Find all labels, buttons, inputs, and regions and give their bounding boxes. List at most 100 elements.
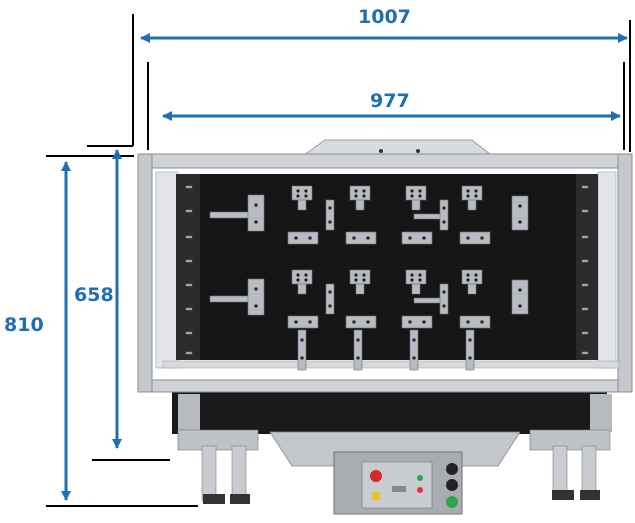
fixture-part [467, 199, 477, 211]
fixture-part [349, 185, 371, 201]
fixture-bolt [408, 320, 412, 324]
fixture-bolt [352, 320, 356, 324]
fixture-part [405, 185, 427, 201]
main-frame [137, 153, 633, 393]
fixture-part [581, 235, 589, 239]
fixture-part [411, 199, 421, 211]
fixture-bolt [254, 287, 258, 291]
fixture-part [325, 199, 335, 231]
fixture-bolt [468, 338, 472, 342]
fixture-part [461, 185, 483, 201]
fixture-part [297, 199, 307, 211]
fixture-part [465, 329, 475, 371]
fixture-bolt [518, 304, 522, 308]
fixture-part [467, 283, 477, 295]
fixture-bolt [352, 236, 356, 240]
fixture-part [349, 269, 371, 285]
fixture-part [411, 283, 421, 295]
fixture-part [581, 307, 589, 311]
fixture-bolt [418, 194, 422, 198]
fixture-part [581, 331, 589, 335]
fixture-part [185, 351, 193, 355]
fixture-group [185, 185, 589, 371]
fixture-part [581, 283, 589, 287]
fixture-bolt [308, 236, 312, 240]
fixture-part [413, 213, 441, 220]
fixture-part [401, 231, 433, 245]
fixture-bolt [466, 320, 470, 324]
fixture-part [353, 329, 363, 371]
fixture-bolt [442, 304, 446, 308]
fixture-bolt [474, 278, 478, 282]
fixture-bolt [354, 273, 358, 277]
start-button-icon[interactable] [446, 496, 458, 508]
fixture-bolt [408, 236, 412, 240]
control-box [333, 451, 463, 515]
fixture-bolt [518, 220, 522, 224]
fixture-part [439, 199, 449, 231]
fixture-bolt [362, 273, 366, 277]
fixture-bolt [254, 203, 258, 207]
fixture-bolt [294, 320, 298, 324]
fixture-bolt [466, 194, 470, 198]
fixture-bolt [328, 206, 332, 210]
fixture-bolt [410, 273, 414, 277]
fixture-part [345, 315, 377, 329]
fixture-bolt [418, 273, 422, 277]
fixture-bolt [518, 288, 522, 292]
fixture-part [355, 199, 365, 211]
fixture-bolt [480, 236, 484, 240]
fixture-bolt [442, 290, 446, 294]
fixture-bolt [412, 338, 416, 342]
fixture-bolt [294, 236, 298, 240]
fixture-bolt [518, 204, 522, 208]
fixture-bolt [304, 189, 308, 193]
fixture-bolt [412, 356, 416, 360]
fixture-bolt [422, 236, 426, 240]
fixture-bolt [466, 189, 470, 193]
fixture-bolt [308, 320, 312, 324]
fixture-part [581, 185, 589, 189]
fixture-bolt [354, 278, 358, 282]
fixture-part [209, 211, 255, 219]
fixture-part [401, 315, 433, 329]
fixture-bolt [296, 189, 300, 193]
fixture-part [461, 269, 483, 285]
fixture-part [459, 231, 491, 245]
dimension-overall-width: 1007 [358, 6, 411, 28]
fixture-part [287, 231, 319, 245]
fixture-part [291, 269, 313, 285]
fixture-part [209, 295, 255, 303]
fixture-bolt [300, 356, 304, 360]
fixture-part [511, 195, 529, 231]
fixture-bolt [304, 194, 308, 198]
fixture-bolt [366, 320, 370, 324]
fixture-part [581, 351, 589, 355]
fixture-part [345, 231, 377, 245]
fixture-part [355, 283, 365, 295]
fixture-bolt [296, 194, 300, 198]
fixture-bolt [468, 356, 472, 360]
fixture-part [297, 329, 307, 371]
fixture-bolt [410, 189, 414, 193]
leg-left [201, 445, 217, 502]
fixture-bolt [362, 194, 366, 198]
fixture-bolt [356, 338, 360, 342]
selector-knob-icon[interactable] [446, 463, 458, 475]
fixture-bolt [304, 273, 308, 277]
estop-icon[interactable] [370, 470, 382, 482]
fixture-part [459, 315, 491, 329]
fixture-part [409, 329, 419, 371]
fixture-part [291, 185, 313, 201]
fixture-bolt [296, 278, 300, 282]
fixture-bolt [304, 278, 308, 282]
fixture-part [185, 235, 193, 239]
fixture-part [581, 209, 589, 213]
fixture-bolt [328, 290, 332, 294]
dimension-inner-width: 977 [370, 90, 410, 112]
fixture-bolt [354, 189, 358, 193]
fixture-bolt [410, 194, 414, 198]
fixture-part [325, 283, 335, 315]
